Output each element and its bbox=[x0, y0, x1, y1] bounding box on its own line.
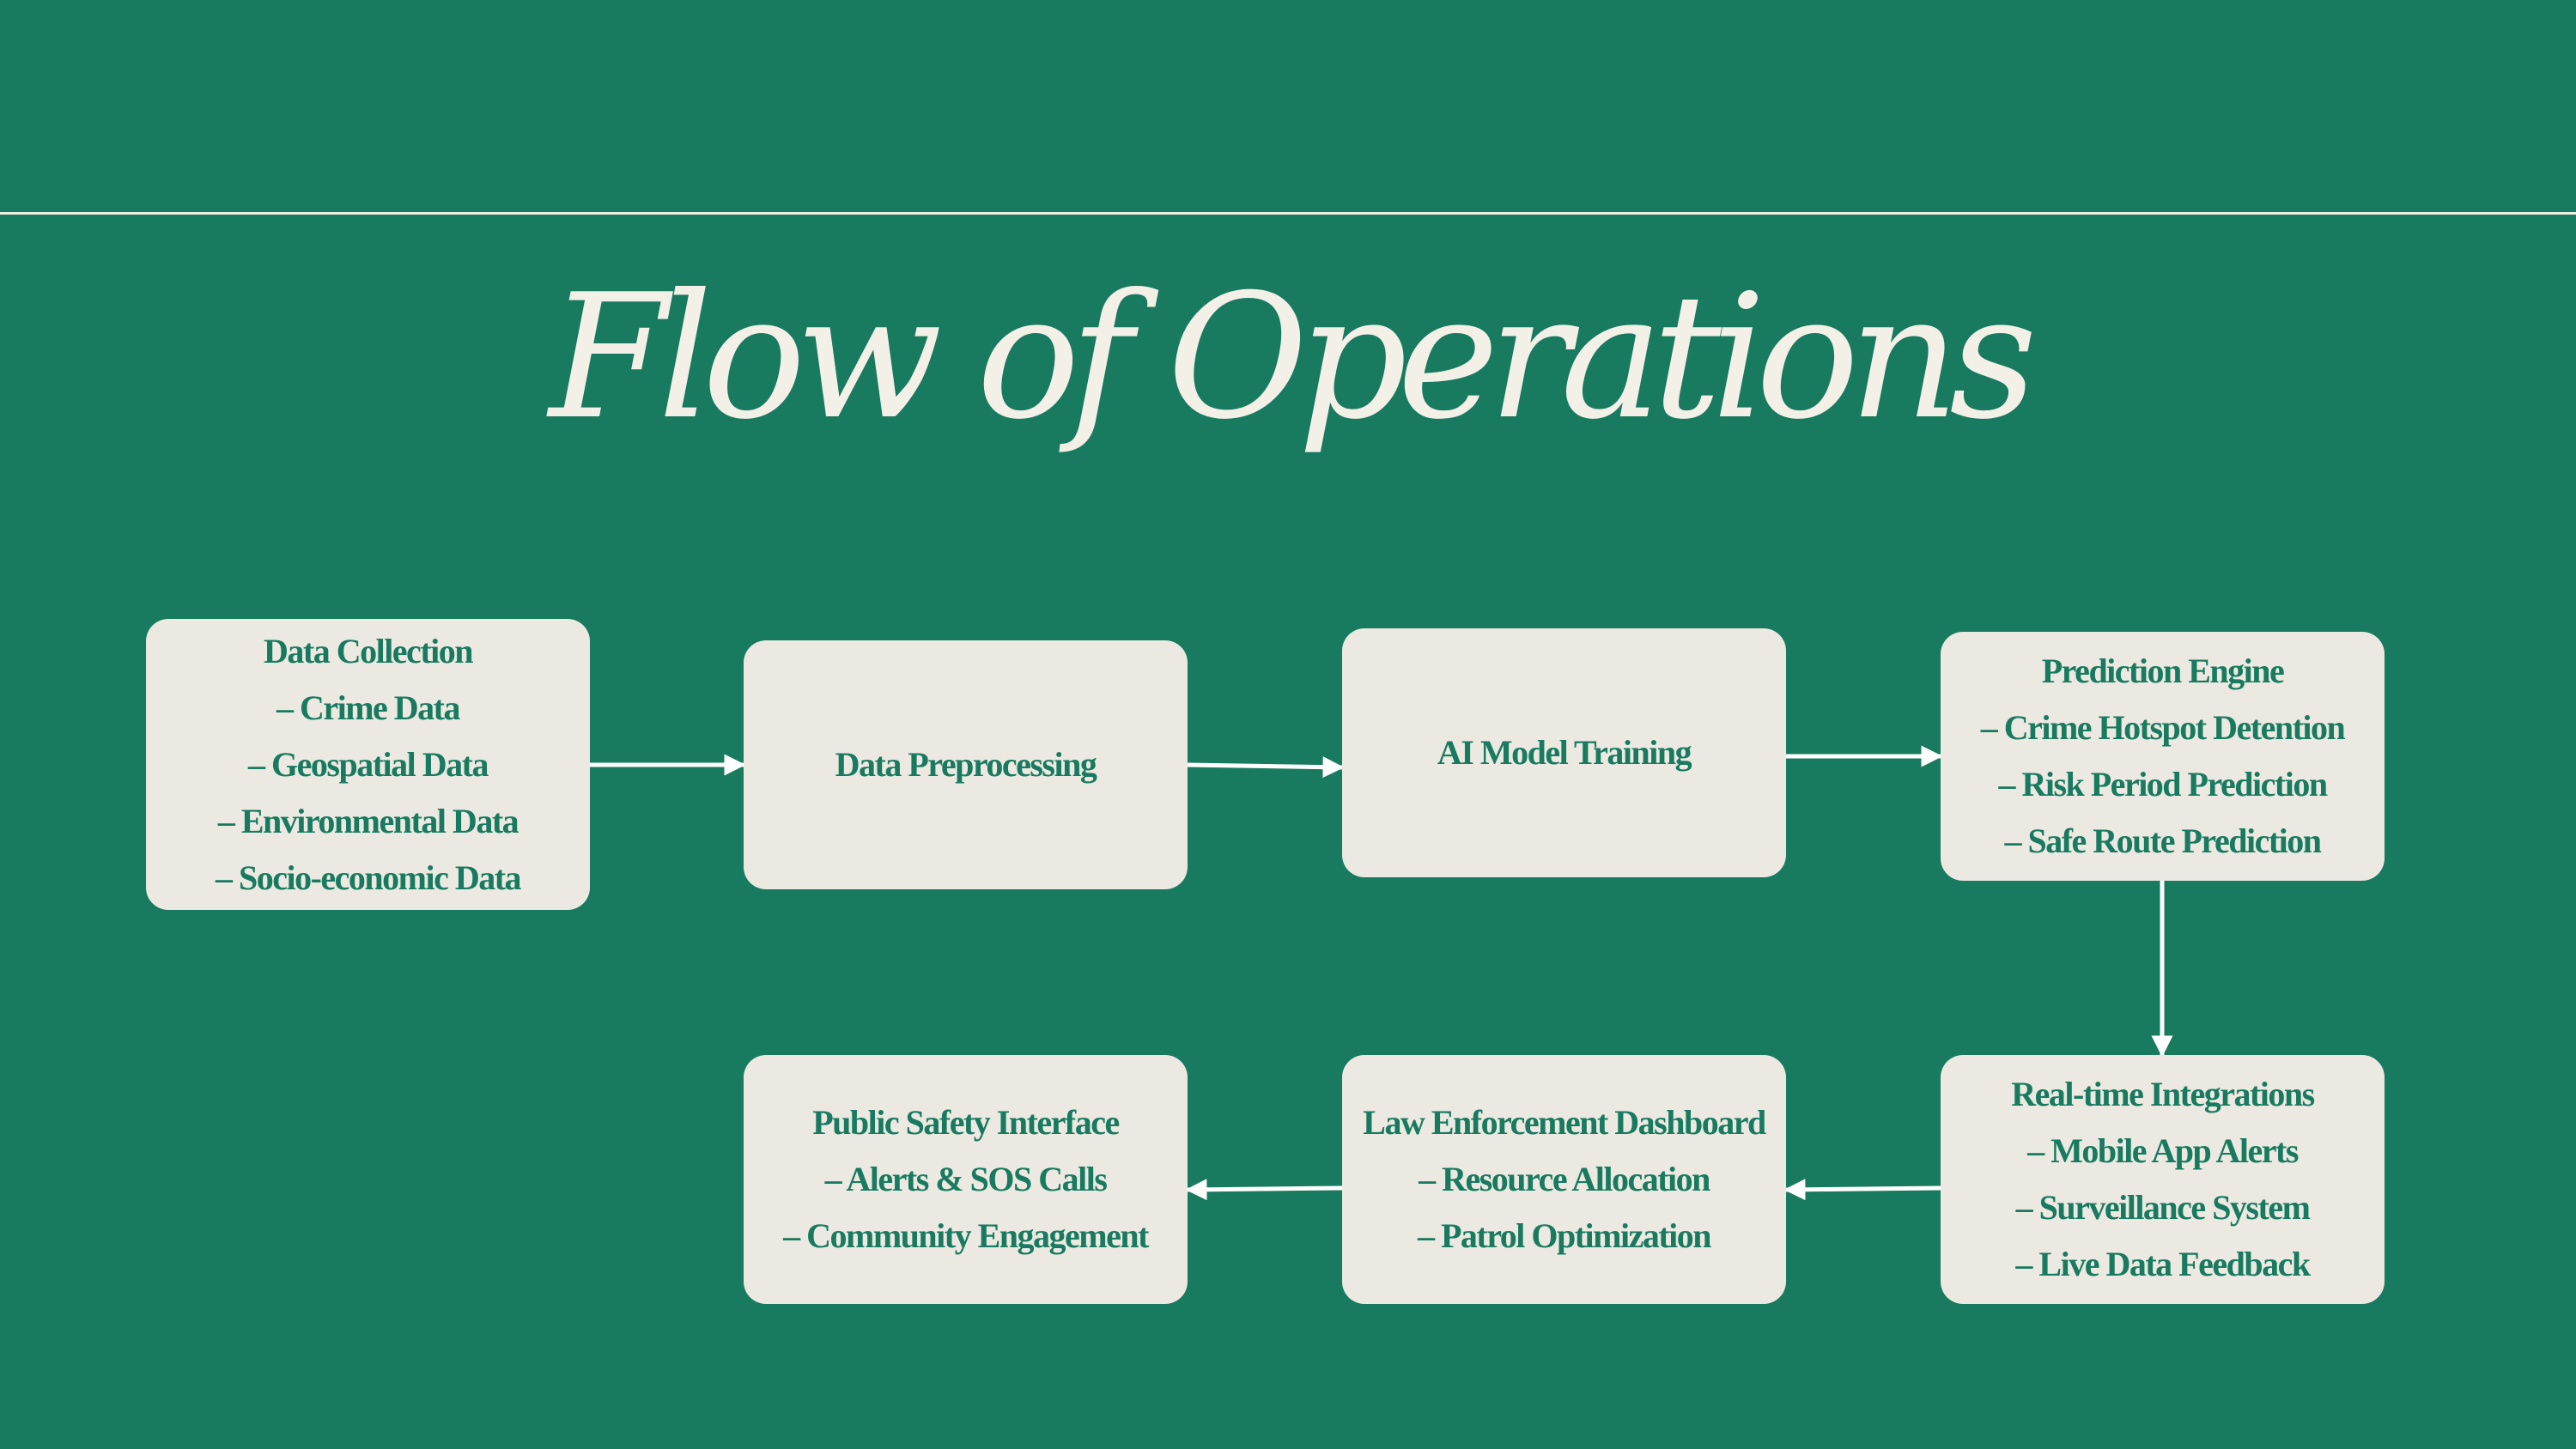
node-heading: Data Preprocessing bbox=[835, 745, 1097, 784]
arrow-realtime-to-dashboard bbox=[1783, 1179, 1941, 1201]
node-heading: Public Safety Interface bbox=[812, 1103, 1120, 1142]
node-item: – Resource Allocation bbox=[1419, 1160, 1710, 1198]
node-item: – Surveillance System bbox=[2015, 1188, 2311, 1227]
node-item: – Mobile App Alerts bbox=[2027, 1131, 2299, 1170]
arrow-dashboard-to-public-interface bbox=[1185, 1179, 1343, 1201]
node-heading: Real-time Integrations bbox=[2011, 1075, 2315, 1113]
node-item: – Environmental Data bbox=[217, 801, 519, 840]
node-heading: Prediction Engine bbox=[2041, 652, 2285, 690]
node-item: – Safe Route Prediction bbox=[2004, 822, 2322, 860]
node-item: – Alerts & SOS Calls bbox=[824, 1160, 1108, 1198]
node-public-safety-interface: Public Safety Interface – Alerts & SOS C… bbox=[744, 1055, 1188, 1304]
node-data-preprocessing: Data Preprocessing bbox=[744, 640, 1188, 889]
node-item: – Live Data Feedback bbox=[2015, 1245, 2311, 1283]
node-heading: Law Enforcement Dashboard bbox=[1363, 1103, 1766, 1142]
node-item: – Risk Period Prediction bbox=[1998, 765, 2328, 803]
node-law-enforcement-dashboard: Law Enforcement Dashboard – Resource All… bbox=[1342, 1055, 1786, 1304]
node-heading: AI Model Training bbox=[1437, 733, 1692, 772]
node-item: – Geospatial Data bbox=[248, 744, 489, 784]
node-item: – Crime Data bbox=[276, 688, 461, 727]
top-divider-line bbox=[0, 212, 2576, 215]
page-title: Flow of Operations bbox=[549, 258, 2037, 458]
node-item: – Patrol Optimization bbox=[1417, 1216, 1712, 1255]
node-item: – Socio-economic Data bbox=[215, 858, 522, 897]
node-prediction-engine: Prediction Engine – Crime Hotspot Detent… bbox=[1941, 632, 2385, 881]
node-heading: Data Collection bbox=[263, 631, 474, 670]
node-item: – Community Engagement bbox=[783, 1216, 1149, 1255]
arrow-preprocessing-to-training bbox=[1187, 756, 1345, 779]
node-item: – Crime Hotspot Detention bbox=[1980, 708, 2346, 747]
node-realtime-integrations: Real-time Integrations – Mobile App Aler… bbox=[1941, 1055, 2385, 1304]
node-ai-model-training: AI Model Training bbox=[1342, 628, 1786, 877]
node-data-collection: Data Collection – Crime Data – Geospatia… bbox=[146, 619, 590, 910]
